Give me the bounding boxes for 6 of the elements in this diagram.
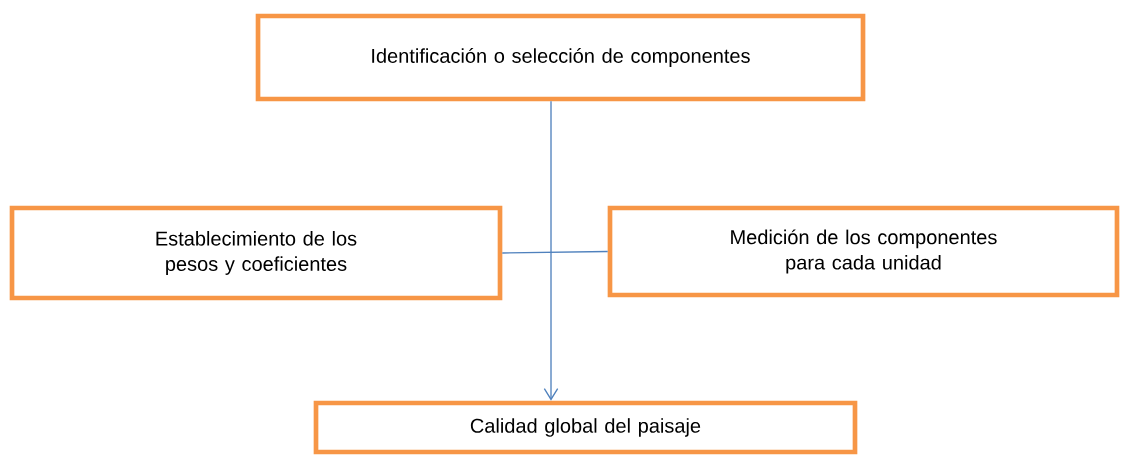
process-box: Establecimiento de los pesos y coeficientes [9, 205, 503, 301]
connector-line [501, 250, 609, 254]
process-box: Calidad global del paisaje [313, 400, 858, 455]
process-box: Identificación o selección de componentes [255, 13, 866, 102]
process-box: Medición de los componentes para cada unidad [607, 205, 1120, 298]
arrow [543, 100, 559, 401]
